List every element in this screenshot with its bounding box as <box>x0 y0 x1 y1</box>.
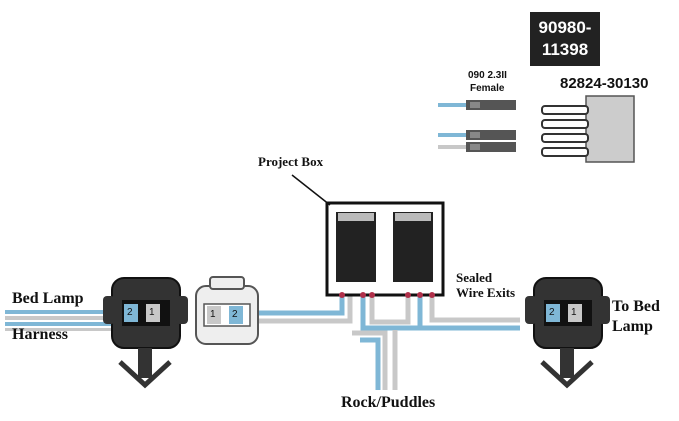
sealed-label: Sealed <box>456 270 493 285</box>
left-female-pin-a: 1 <box>210 309 216 320</box>
project-box-leader <box>291 174 331 206</box>
terminal-spec-line1: 090 2.3II <box>468 70 507 81</box>
to-bed-label: To Bed <box>612 298 660 315</box>
housing-connector <box>541 95 635 163</box>
project-box-label: Project Box <box>258 154 324 169</box>
female-terminals <box>438 100 516 152</box>
part-number-box: 90980- 11398 <box>530 12 600 66</box>
left-harness-wires <box>5 310 115 331</box>
bed-lamp-label: Bed Lamp <box>12 290 84 307</box>
right-male-connector <box>525 277 610 389</box>
lamp-label: Lamp <box>612 318 653 335</box>
box-input-wires <box>258 292 520 331</box>
harness-label: Harness <box>12 326 68 343</box>
left-male-pin-a: 2 <box>127 307 133 318</box>
left-female-connector <box>195 276 259 345</box>
right-male-pin-a: 2 <box>549 307 555 318</box>
left-male-pin-b: 1 <box>149 307 155 318</box>
rock-puddles-label: Rock/Puddles <box>341 394 436 411</box>
project-box <box>325 201 445 298</box>
terminal-spec-line2: Female <box>470 83 505 94</box>
part-number-a-line2: 11398 <box>541 40 589 59</box>
left-female-pin-b: 2 <box>232 309 238 320</box>
part-number-a-line1: 90980- <box>538 18 592 37</box>
rock-puddles-wires <box>352 330 398 390</box>
wire-exits-label: Wire Exits <box>456 285 516 300</box>
part-number-b: 82824-30130 <box>560 75 649 92</box>
right-male-pin-b: 1 <box>571 307 577 318</box>
left-male-connector <box>103 277 188 389</box>
